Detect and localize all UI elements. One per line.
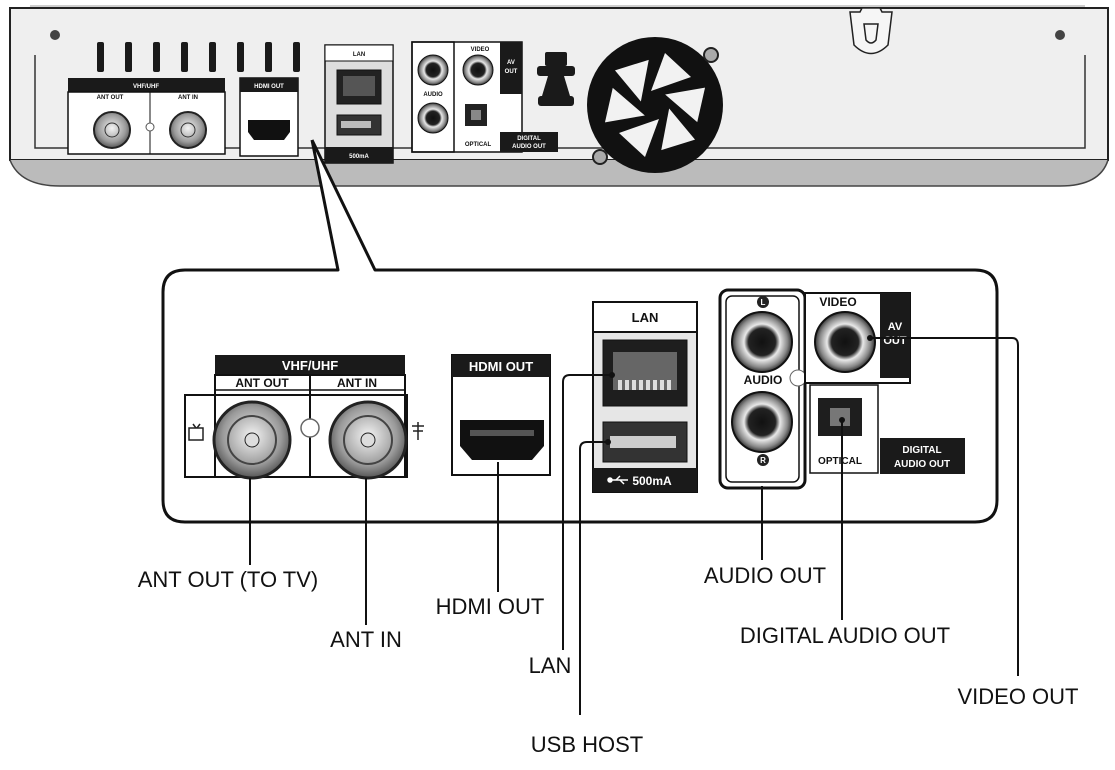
optical-label: OPTICAL [818, 456, 862, 467]
mount-tab-icon [849, 7, 893, 55]
digital-label: DIGITAL [902, 445, 941, 456]
leader-video-out [870, 337, 1019, 676]
audio-left-marker: L [761, 298, 766, 307]
mini-ant-in-label: ANT IN [178, 95, 198, 101]
mini-optical-label: OPTICAL [465, 142, 492, 148]
mini-audio-out-label: AUDIO OUT [512, 144, 546, 150]
callout-ant-in: ANT IN [330, 627, 402, 652]
callout-usb-host: USB HOST [531, 732, 643, 757]
mini-lan-usb-block: LAN 500mA [324, 44, 394, 164]
screw-icon [1055, 30, 1065, 40]
leader-lan [562, 374, 612, 650]
vhf-uhf-label: VHF/UHF [282, 358, 338, 373]
antenna-icon [412, 422, 424, 440]
out-label: OUT [883, 335, 907, 347]
audio-label: AUDIO [744, 373, 783, 387]
audio-out-label: AUDIO OUT [894, 459, 950, 470]
mini-vhf-uhf-label: VHF/UHF [133, 84, 159, 90]
mini-video-label: VIDEO [471, 47, 490, 53]
av-label: AV [888, 321, 903, 333]
leader-lines [249, 337, 1019, 715]
mini-hdmi-port [248, 120, 290, 140]
audio-right-port [731, 391, 793, 453]
mini-hdmi-label: HDMI OUT [254, 84, 284, 90]
mini-hdmi-block: HDMI OUT [239, 77, 299, 157]
screw-icon [50, 30, 60, 40]
mini-audio-left-port [417, 54, 449, 86]
mini-antenna-block: VHF/UHF ANT OUT ANT IN [67, 78, 226, 155]
callout-ant-out-to-tv: ANT OUT (TO TV) [138, 567, 319, 592]
video-port [814, 311, 876, 373]
audio-left-port [731, 311, 793, 373]
lan-usb-block: LAN 500mA [592, 301, 698, 493]
mini-digital-label: DIGITAL [517, 136, 541, 142]
mini-out-label: OUT [505, 69, 518, 75]
mini-video-port [462, 54, 494, 86]
mini-ant-out-port [93, 111, 131, 149]
callout-hdmi-out: HDMI OUT [436, 594, 545, 619]
ant-in-label: ANT IN [337, 376, 377, 390]
callout-audio-out: AUDIO OUT [704, 563, 826, 588]
mini-ant-out-label: ANT OUT [97, 95, 124, 101]
callout-video-out: VIDEO OUT [957, 684, 1078, 709]
callout-digital-audio-out: DIGITAL AUDIO OUT [740, 623, 950, 648]
antenna-block: VHF/UHF ANT OUT ANT IN [184, 355, 424, 480]
mini-lan-label: LAN [353, 52, 365, 58]
hdmi-block: HDMI OUT [451, 354, 551, 476]
hdmi-port [460, 420, 544, 460]
mini-ant-in-port [169, 111, 207, 149]
lan-label: LAN [632, 310, 659, 325]
audio-right-marker: R [760, 456, 766, 465]
hdmi-out-label: HDMI OUT [469, 359, 533, 374]
vent-slots [97, 42, 300, 72]
tv-icon [188, 423, 204, 441]
fan-icon [587, 37, 723, 173]
mini-av-label: AV [507, 60, 515, 66]
mini-audio-label: AUDIO [423, 92, 443, 98]
ant-out-label: ANT OUT [235, 376, 289, 390]
callout-lan: LAN [529, 653, 572, 678]
usb-current-label: 500mA [632, 474, 672, 488]
leader-usb [579, 441, 608, 715]
usb-symbol-icon [607, 475, 628, 485]
mini-av-block: VIDEO AUDIO AV OUT OPTICAL DIGITAL AUDIO… [411, 41, 558, 153]
mini-audio-right-port [417, 102, 449, 134]
video-label: VIDEO [819, 295, 856, 309]
mini-usb-current-label: 500mA [349, 154, 369, 160]
cable-clip-icon [537, 52, 575, 106]
